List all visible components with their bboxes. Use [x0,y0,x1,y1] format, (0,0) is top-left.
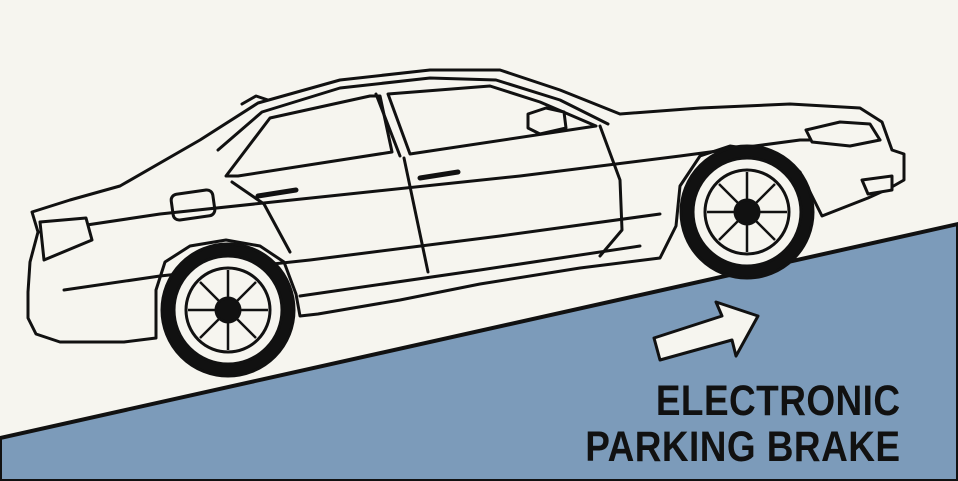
front-wheel [679,144,815,280]
caption-line-1: ELECTRONIC [655,377,900,425]
caption-line-2: PARKING BRAKE [584,423,900,471]
sedan-side-view-icon [26,68,906,344]
inclined-slope [0,221,958,481]
rear-wheel [160,242,296,378]
arrow-right-icon [652,300,760,362]
